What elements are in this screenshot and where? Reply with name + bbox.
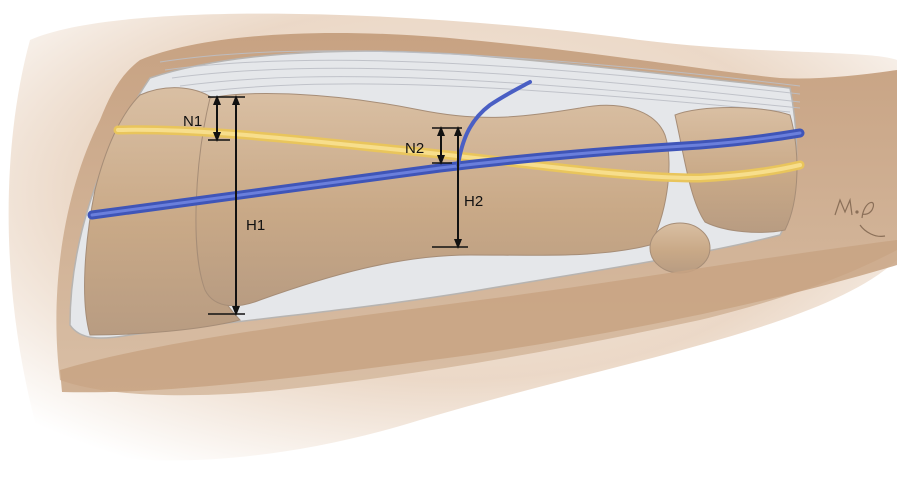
label-h2: H2 <box>464 193 483 210</box>
label-n2: N2 <box>405 140 424 157</box>
palmar-skin <box>60 240 897 393</box>
artist-signature <box>834 197 886 237</box>
middle-phalanx <box>195 93 670 307</box>
n2-measurement <box>432 126 452 165</box>
n1-measurement <box>208 95 230 142</box>
vessel-branch <box>456 80 532 167</box>
extensor-tendon <box>159 50 801 113</box>
digital-vessel-highlight <box>90 131 802 217</box>
small-ossicle <box>649 222 711 274</box>
label-h1: H1 <box>246 217 265 234</box>
label-n1: N1 <box>183 113 202 130</box>
